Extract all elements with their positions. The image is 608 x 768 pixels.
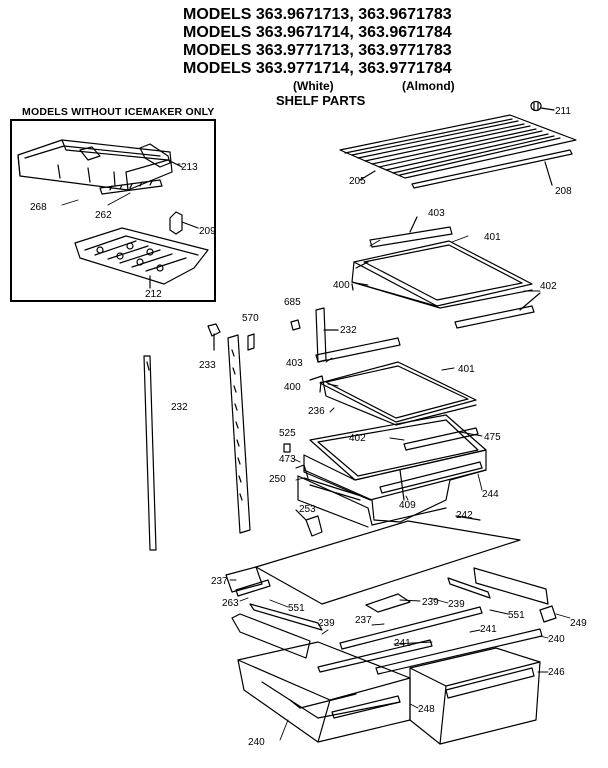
- label-473: 473: [279, 454, 296, 465]
- label-211: 211: [555, 106, 571, 117]
- models-line-3: MODELS 363.9771713, 363.9771783: [183, 42, 452, 59]
- rail-232-upright: [315, 307, 339, 363]
- wire-shelf-205: [339, 114, 577, 189]
- label-208: 208: [555, 186, 572, 197]
- models-line-2: MODELS 363.9671714, 363.9671784: [183, 24, 452, 41]
- crisper-cover-frame: [225, 566, 557, 675]
- label-402-middle: 402: [349, 433, 366, 444]
- label-402-upper: 402: [540, 281, 557, 292]
- crisper-drawer-left: [237, 641, 411, 743]
- bracket-213: [139, 143, 183, 168]
- inset-title: MODELS WITHOUT ICEMAKER ONLY: [22, 106, 215, 118]
- glass-242: [255, 515, 521, 605]
- clip-211: [530, 100, 555, 112]
- label-232-upright: 232: [340, 325, 357, 336]
- screw-525: [283, 443, 291, 453]
- label-250: 250: [269, 474, 286, 485]
- label-570: 570: [242, 313, 259, 324]
- label-263: 263: [222, 598, 239, 609]
- label-213: 213: [181, 162, 198, 173]
- label-525: 525: [279, 428, 296, 439]
- clip-233: [207, 323, 221, 351]
- rail-232-long: [143, 355, 157, 551]
- part-209: [169, 211, 199, 235]
- label-685: 685: [284, 297, 301, 308]
- label-239-center: 239: [422, 597, 439, 608]
- rack-212: [74, 227, 209, 289]
- label-403-middle: 403: [286, 358, 303, 369]
- shelf-assembly-upper: [351, 216, 541, 329]
- label-551-left: 551: [288, 603, 305, 614]
- models-line-1: MODELS 363.9671713, 363.9671783: [183, 6, 452, 23]
- label-239-left: 239: [318, 618, 335, 629]
- label-212: 212: [145, 289, 162, 300]
- clip-685: [290, 319, 301, 331]
- label-240-right: 240: [548, 634, 565, 645]
- label-236: 236: [308, 406, 325, 417]
- bracket-253: [295, 509, 323, 537]
- label-400-upper: 400: [333, 280, 350, 291]
- label-253: 253: [299, 504, 316, 515]
- rail-232-side: [227, 334, 251, 534]
- color-white-label: (White): [293, 79, 334, 93]
- label-205: 205: [349, 176, 366, 187]
- label-401-upper: 401: [484, 232, 501, 243]
- label-400-middle: 400: [284, 382, 301, 393]
- label-551-right: 551: [508, 610, 525, 621]
- rail-262: [99, 179, 163, 195]
- part-labels: 213 268 262 209 212 211 205 208 403 401 …: [30, 106, 587, 748]
- label-233: 233: [199, 360, 216, 371]
- label-242: 242: [456, 510, 473, 521]
- label-401-middle: 401: [458, 364, 475, 375]
- label-239-right: 239: [448, 599, 465, 610]
- label-244: 244: [482, 489, 499, 500]
- label-240-bottom: 240: [248, 737, 265, 748]
- crisper-drawer-right: [409, 647, 541, 745]
- label-232-long: 232: [171, 402, 188, 413]
- label-241-left: 241: [394, 638, 411, 649]
- label-237-center: 237: [355, 615, 372, 626]
- label-248: 248: [418, 704, 435, 715]
- label-409: 409: [399, 500, 416, 511]
- meat-pan-assembly: [295, 414, 487, 528]
- color-almond-label: (Almond): [402, 79, 455, 93]
- label-403-upper: 403: [428, 208, 445, 219]
- label-246: 246: [548, 667, 565, 678]
- label-268: 268: [30, 202, 47, 213]
- label-241-right: 241: [480, 624, 497, 635]
- icemaker-bin-268: [17, 139, 173, 191]
- label-237-left: 237: [211, 576, 228, 587]
- label-262: 262: [95, 210, 112, 221]
- label-475: 475: [484, 432, 501, 443]
- label-209: 209: [199, 226, 216, 237]
- label-249: 249: [570, 618, 587, 629]
- section-title: SHELF PARTS: [276, 93, 366, 108]
- leader-lines: [61, 163, 571, 741]
- inset-frame: [10, 119, 216, 302]
- screw-570: [247, 333, 255, 351]
- models-line-4: MODELS 363.9771714, 363.9771784: [183, 60, 452, 77]
- shelf-assembly-middle: [309, 337, 479, 451]
